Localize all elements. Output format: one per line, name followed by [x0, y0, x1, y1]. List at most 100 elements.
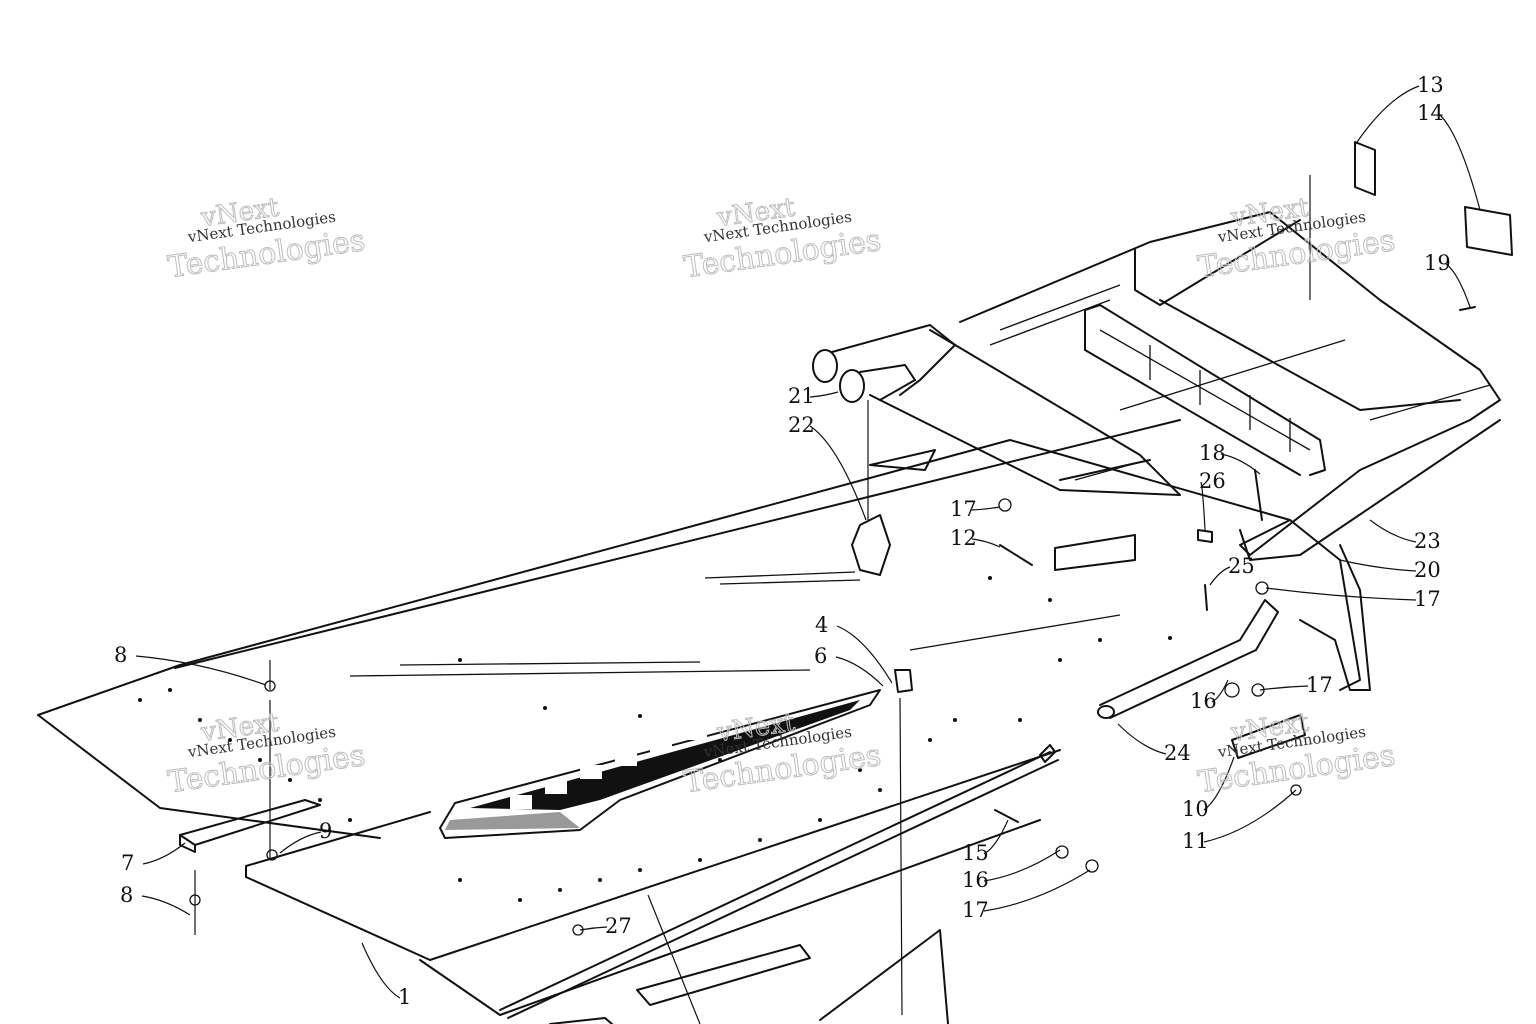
leader-line	[1445, 263, 1471, 308]
leader-line	[983, 819, 1009, 855]
leader-line	[1220, 453, 1261, 475]
callout-c14: 14	[1417, 101, 1481, 211]
callout-c21: 21	[788, 384, 839, 408]
leader-line	[135, 655, 267, 686]
callout-number: 16	[1190, 689, 1217, 713]
callout-c7: 7	[121, 842, 186, 875]
leader-line	[1209, 566, 1231, 586]
callout-c9: 9	[279, 819, 332, 854]
callout-c11: 11	[1182, 789, 1297, 853]
rear-bumper-part-23	[959, 211, 1501, 561]
leader-line	[1265, 587, 1417, 601]
callout-number: 8	[120, 883, 133, 907]
callout-number: 11	[1182, 829, 1209, 853]
leader-line	[983, 869, 1091, 912]
callout-number: 14	[1417, 101, 1444, 125]
callout-c10: 10	[1182, 756, 1235, 821]
checkered-decal	[439, 689, 881, 839]
leader-line	[1438, 113, 1481, 211]
callout-c1: 1	[361, 942, 411, 1009]
callout-number: 7	[121, 851, 134, 875]
tube-bracket-part-21	[812, 324, 1181, 496]
callout-number: 10	[1182, 797, 1209, 821]
callout-c23: 23	[1369, 519, 1441, 553]
callout-number: 1	[398, 985, 411, 1009]
leader-line	[1117, 723, 1167, 755]
callout-number: 19	[1424, 251, 1451, 275]
reflectors	[1309, 141, 1513, 300]
callout-c17c: 17	[1259, 673, 1333, 697]
callout-c20: 20	[1339, 558, 1441, 582]
callout-c16a: 16	[962, 849, 1061, 892]
leader-line	[1203, 756, 1235, 811]
callout-number: 22	[788, 413, 815, 437]
callout-number: 21	[788, 384, 815, 408]
callout-number: 9	[319, 819, 332, 843]
callout-number: 25	[1228, 554, 1255, 578]
callout-number: 15	[962, 841, 989, 865]
leader-line	[809, 425, 867, 521]
leader-line	[971, 538, 1001, 548]
tube-part-24	[1054, 534, 1279, 719]
side-plate-part-20	[1299, 544, 1371, 691]
lower-brackets	[549, 894, 949, 1024]
leader-line	[1200, 481, 1206, 531]
callout-number: 13	[1417, 73, 1444, 97]
leader-line	[1339, 559, 1417, 572]
callout-number: 18	[1199, 441, 1226, 465]
callout-c22: 22	[788, 413, 867, 521]
callout-number: 16	[962, 868, 989, 892]
callout-number: 17	[962, 898, 989, 922]
grille-panel	[1084, 304, 1346, 476]
grommet-part-22	[851, 400, 936, 576]
callout-c18: 18	[1199, 441, 1261, 475]
callout-c12: 12	[950, 526, 1001, 550]
leader-line	[279, 831, 322, 854]
callout-c16b: 16	[1190, 679, 1229, 713]
leader-line	[971, 506, 1001, 511]
callout-layer: 1467889101112131415161617171717181920212…	[114, 73, 1481, 1009]
callout-c6: 6	[814, 644, 884, 687]
callout-number: 26	[1199, 469, 1226, 493]
callout-number: 20	[1414, 558, 1441, 582]
leader-line	[1354, 85, 1420, 146]
callout-c17d: 17	[962, 869, 1091, 922]
leader-line	[835, 656, 884, 687]
leader-line	[1203, 789, 1297, 843]
callout-number: 8	[114, 643, 127, 667]
callout-number: 27	[605, 914, 632, 938]
callout-c8a: 8	[114, 643, 267, 686]
fasteners	[572, 306, 1476, 1016]
leader-line	[1259, 685, 1309, 691]
callout-c25: 25	[1209, 554, 1255, 586]
callout-number: 23	[1414, 529, 1441, 553]
callout-number: 6	[814, 644, 827, 668]
leader-line	[141, 895, 191, 916]
leader-line	[1211, 679, 1229, 703]
callout-number: 17	[1414, 587, 1441, 611]
callout-number: 4	[815, 613, 828, 637]
rivet-holes	[138, 576, 1172, 902]
leader-line	[809, 391, 839, 398]
callout-c8b: 8	[120, 883, 191, 916]
callout-c13: 13	[1354, 73, 1444, 146]
bracket-part-7	[179, 660, 321, 935]
tunnel-panel	[37, 419, 1361, 1019]
callout-c26: 26	[1199, 469, 1226, 531]
leader-line	[579, 926, 608, 931]
callout-c17b: 17	[1265, 587, 1441, 611]
callout-c27: 27	[579, 914, 632, 938]
leader-line	[361, 942, 401, 999]
callout-c24: 24	[1117, 723, 1191, 765]
callout-number: 17	[1306, 673, 1333, 697]
leader-line	[1369, 519, 1417, 543]
callout-c4: 4	[815, 613, 893, 684]
leader-line	[142, 842, 186, 865]
callout-c17a: 17	[950, 497, 1001, 521]
